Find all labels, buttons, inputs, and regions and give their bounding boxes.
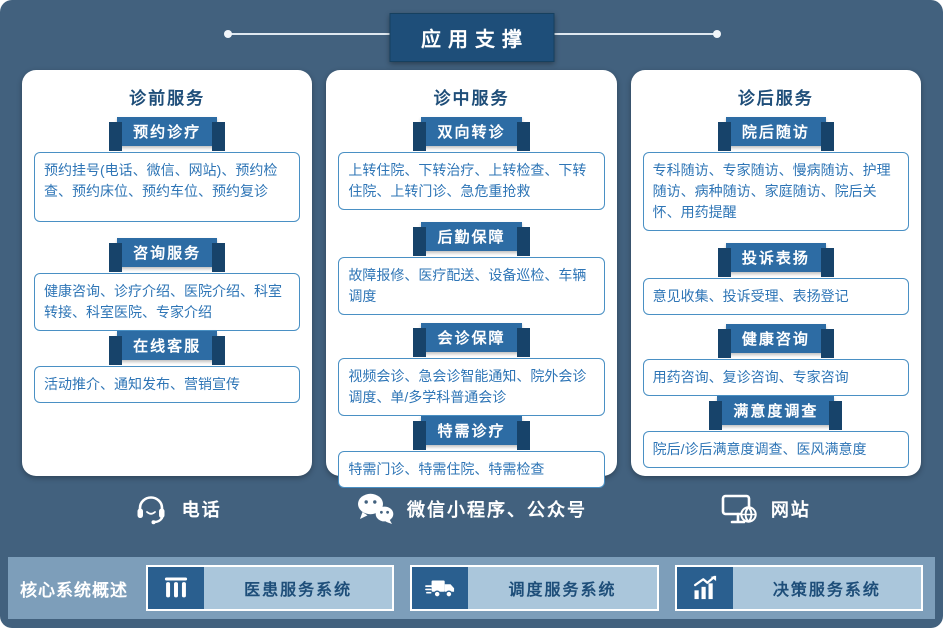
column-title: 诊中服务 xyxy=(433,89,510,108)
section-special-needs: 特需诊疗 特需门诊、特需住院、特需检查 xyxy=(338,416,605,488)
section-satisfaction-survey: 满意度调查 院后/诊后满意度调查、医风满意度 xyxy=(642,396,909,468)
section-header-badge: 特需诊疗 xyxy=(413,416,530,450)
column-mid-service: 诊中服务 双向转诊 上转住院、下转治疗、上转检查、下转住院、上转门诊、急危重抢救… xyxy=(326,70,617,488)
section-header-badge: 后勤保障 xyxy=(413,222,530,256)
section-header-badge: 会诊保障 xyxy=(413,323,530,357)
column-title: 诊后服务 xyxy=(737,89,814,108)
website-icon xyxy=(721,493,758,526)
page-title: 应用支撑 xyxy=(389,13,554,62)
system-decision-service: 决策服务系统 xyxy=(674,565,923,611)
system-label: 医患服务系统 xyxy=(244,582,353,599)
channel-row: 电话 微信小程序、公众号 xyxy=(0,476,943,526)
section-health-consult: 健康咨询 用药咨询、复诊咨询、专家咨询 xyxy=(642,324,909,396)
section-body: 特需门诊、特需住院、特需检查 xyxy=(338,451,605,488)
column-post-service: 诊后服务 院后随访 专科随访、专家随访、慢病随访、护理随访、病种随访、家庭随访、… xyxy=(630,70,921,476)
core-systems-label: 核心系统概述 xyxy=(20,580,128,600)
section-body: 意见收集、投诉受理、表扬登记 xyxy=(642,278,909,315)
chart-arrow-icon xyxy=(676,567,733,609)
channel-label: 微信小程序、公众号 xyxy=(406,500,587,520)
hospital-building-icon xyxy=(148,567,204,609)
section-complaint-praise: 投诉表扬 意见收集、投诉受理、表扬登记 xyxy=(642,243,909,315)
system-label: 决策服务系统 xyxy=(772,582,881,599)
section-body: 用药咨询、复诊咨询、专家咨询 xyxy=(642,359,909,396)
section-body: 上转住院、下转治疗、上转检查、下转住院、上转门诊、急危重抢救 xyxy=(338,152,605,210)
header: 应用支撑 xyxy=(0,0,943,64)
section-header-badge: 预约诊疗 xyxy=(109,117,226,151)
section-body: 视频会诊、急会诊智能通知、院外会诊调度、单/多学科普通会诊 xyxy=(338,358,605,416)
core-systems-bar: 核心系统概述 医患服务系统 xyxy=(8,557,935,619)
section-logistics: 后勤保障 故障报修、医疗配送、设备巡检、车辆调度 xyxy=(338,222,605,315)
system-label: 调度服务系统 xyxy=(508,582,617,599)
section-body: 专科随访、专家随访、慢病随访、护理随访、病种随访、家庭随访、院后关怀、用药提醒 xyxy=(642,152,909,231)
section-followup: 院后随访 专科随访、专家随访、慢病随访、护理随访、病种随访、家庭随访、院后关怀、… xyxy=(642,117,909,231)
channel-website: 网站 xyxy=(619,493,913,526)
section-consultation-guarantee: 会诊保障 视频会诊、急会诊智能通知、院外会诊调度、单/多学科普通会诊 xyxy=(338,323,605,416)
section-online-support: 在线客服 活动推介、通知发布、营销宣传 xyxy=(34,331,301,403)
system-dispatch-service: 调度服务系统 xyxy=(410,565,659,611)
section-header-badge: 双向转诊 xyxy=(413,117,530,151)
channel-phone: 电话 xyxy=(30,493,324,525)
section-body: 故障报修、医疗配送、设备巡检、车辆调度 xyxy=(338,257,605,315)
headset-icon xyxy=(133,493,169,525)
section-body: 预约挂号(电话、微信、网站)、预约检查、预约床位、预约车位、预约复诊 xyxy=(34,152,301,222)
channel-label: 网站 xyxy=(770,500,811,520)
wechat-icon xyxy=(356,492,394,526)
section-header-badge: 满意度调查 xyxy=(709,396,843,430)
section-appointment: 预约诊疗 预约挂号(电话、微信、网站)、预约检查、预约床位、预约车位、预约复诊 xyxy=(34,117,301,222)
section-body: 健康咨询、诊疗介绍、医院介绍、科室转接、科室医院、专家介绍 xyxy=(34,273,301,331)
column-title: 诊前服务 xyxy=(129,89,206,108)
section-header-badge: 健康咨询 xyxy=(717,324,834,358)
section-consult-service: 咨询服务 健康咨询、诊疗介绍、医院介绍、科室转接、科室医院、专家介绍 xyxy=(34,238,301,331)
section-header-badge: 投诉表扬 xyxy=(717,243,834,277)
section-header-badge: 在线客服 xyxy=(109,331,226,365)
column-pre-service: 诊前服务 预约诊疗 预约挂号(电话、微信、网站)、预约检查、预约床位、预约车位、… xyxy=(22,70,313,476)
system-patient-service: 医患服务系统 xyxy=(146,565,395,611)
section-header-badge: 咨询服务 xyxy=(109,238,226,272)
section-body: 活动推介、通知发布、营销宣传 xyxy=(34,366,301,403)
channel-label: 电话 xyxy=(181,500,222,520)
section-header-badge: 院后随访 xyxy=(717,117,834,151)
channel-wechat: 微信小程序、公众号 xyxy=(324,492,618,526)
truck-icon xyxy=(412,567,469,609)
section-body: 院后/诊后满意度调查、医风满意度 xyxy=(642,431,909,468)
service-columns: 诊前服务 预约诊疗 预约挂号(电话、微信、网站)、预约检查、预约床位、预约车位、… xyxy=(0,64,943,488)
section-two-way-referral: 双向转诊 上转住院、下转治疗、上转检查、下转住院、上转门诊、急危重抢救 xyxy=(338,117,605,210)
